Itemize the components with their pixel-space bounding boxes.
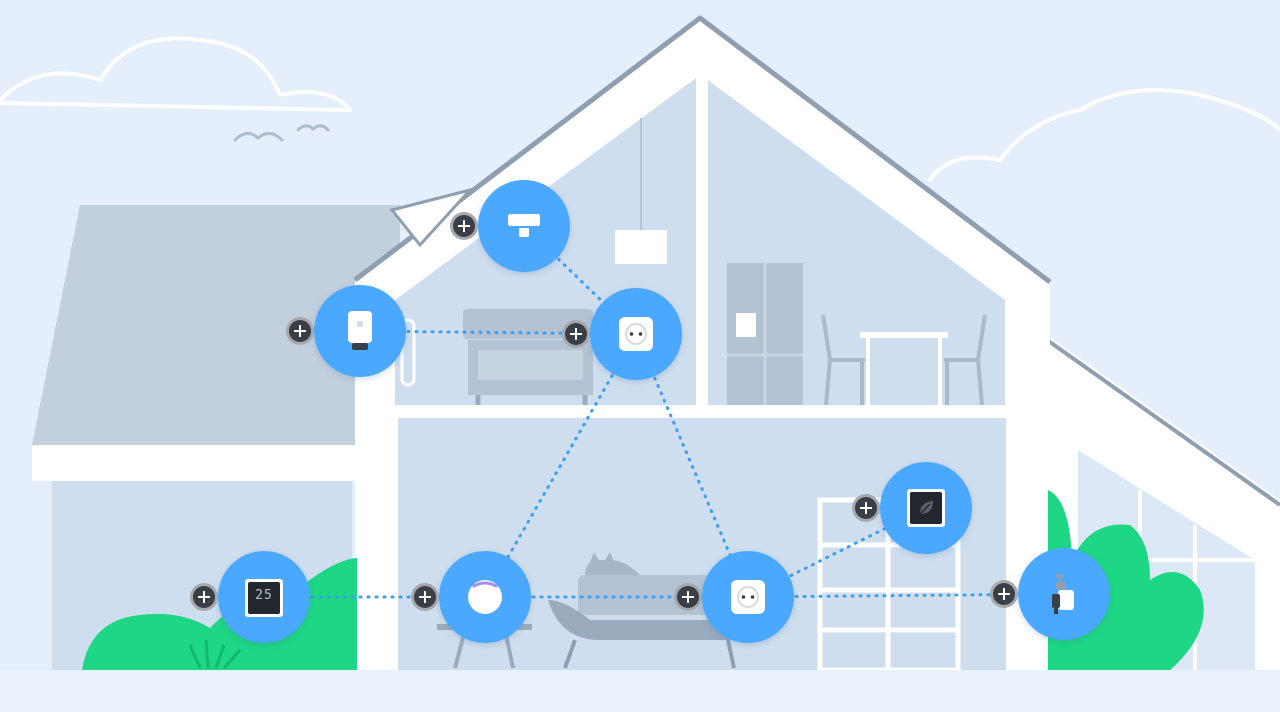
wall-divider [696, 78, 708, 405]
add-icon[interactable] [411, 583, 439, 611]
add-icon[interactable] [674, 583, 702, 611]
radiator-valve-node[interactable] [286, 285, 406, 377]
network-link [634, 332, 750, 599]
smart-plug-upstairs-node[interactable] [562, 288, 682, 380]
speaker-icon [468, 580, 502, 614]
air-quality-display-node[interactable] [852, 462, 972, 554]
thermostat-icon [245, 579, 283, 617]
add-icon[interactable] [450, 212, 478, 240]
radiator-valve-icon [348, 311, 372, 350]
water-valve-node[interactable] [990, 548, 1110, 640]
socket-icon [731, 580, 765, 614]
network-link [483, 332, 638, 599]
add-icon[interactable] [562, 320, 590, 348]
smart-button-node[interactable] [450, 180, 570, 272]
cloud-right [928, 88, 1280, 182]
add-icon[interactable] [190, 583, 218, 611]
floor-divider [395, 405, 1006, 418]
grass-tuft [188, 639, 242, 669]
smart-plug-downstairs-node[interactable] [674, 551, 794, 643]
add-icon[interactable] [286, 317, 314, 345]
bush-left [82, 558, 357, 670]
network-link [358, 329, 638, 336]
cloud-left [0, 36, 352, 112]
socket-icon [619, 317, 653, 351]
pendant-lamp [615, 118, 667, 264]
birds [233, 124, 330, 142]
garden-tap-icon [1052, 574, 1074, 614]
dining-set [821, 314, 987, 406]
add-icon[interactable] [990, 580, 1018, 608]
leaf-display-icon [907, 489, 945, 527]
fridge [727, 263, 803, 405]
thermostat-display: 25 [255, 588, 273, 603]
smart-speaker-node[interactable] [411, 551, 531, 643]
add-icon[interactable] [852, 494, 880, 522]
thermostat-node[interactable]: 25 [190, 551, 310, 643]
wall-switch-icon [508, 214, 540, 237]
ground [0, 670, 1280, 712]
